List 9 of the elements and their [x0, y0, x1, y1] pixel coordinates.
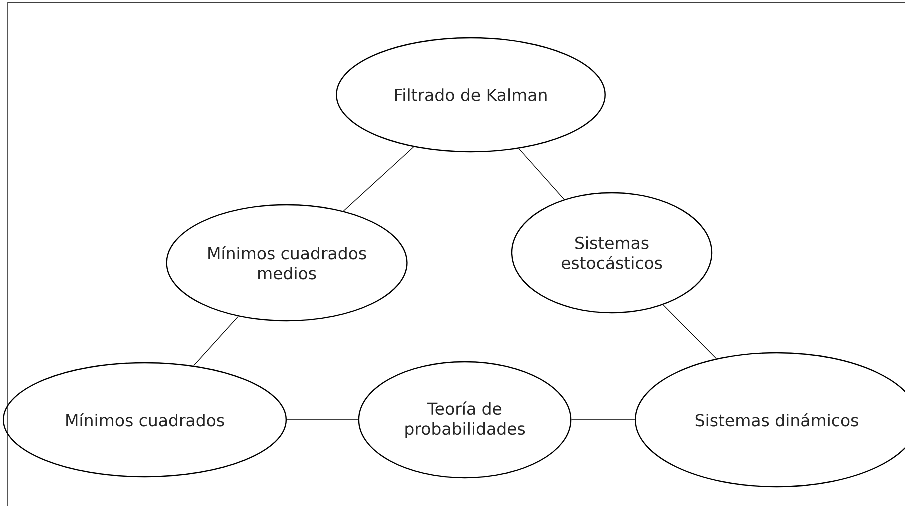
ellipse-node: Mínimos cuadrados medios	[166, 204, 408, 322]
connector-line	[518, 148, 565, 200]
ellipse-node: Filtrado de Kalman	[336, 37, 606, 153]
ellipse-node: Mínimos cuadrados	[3, 362, 288, 478]
connector-line	[663, 304, 717, 360]
ellipse-node: Teoría de probabilidades	[358, 361, 572, 479]
connector-line	[194, 316, 239, 366]
connector-line	[343, 146, 414, 212]
ellipse-node: Sistemas estocásticos	[511, 192, 713, 314]
